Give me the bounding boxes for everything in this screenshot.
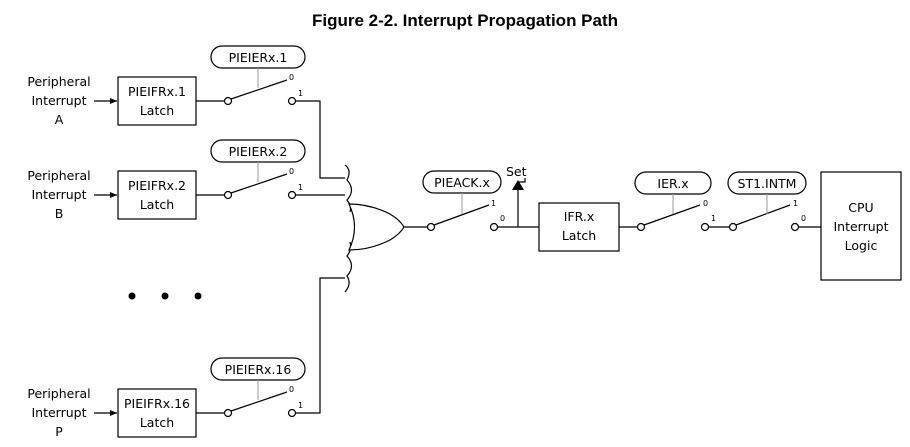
- pin-1-label: 1: [298, 401, 303, 410]
- intm-stage: 1 0 ST1.INTM: [727, 171, 821, 232]
- input-label-line1: Peripheral: [27, 168, 90, 183]
- enable-label: PIEIERx.1: [229, 50, 288, 65]
- input-label-line2: Interrupt: [31, 405, 86, 420]
- latch-label: PIEIFRx.16: [124, 396, 190, 411]
- latch-label-2: Latch: [140, 197, 174, 212]
- figure-title: Figure 2-2. Interrupt Propagation Path: [312, 11, 618, 30]
- switch-pivot: [426, 222, 436, 232]
- input-label-letter: A: [55, 112, 64, 127]
- channel-p: Peripheral Interrupt P PIEIFRx.16 Latch …: [27, 277, 345, 439]
- switch-pivot: [223, 408, 233, 418]
- pin-1-label: 1: [298, 89, 303, 98]
- pin-1-label: 1: [711, 214, 716, 223]
- switch-contact-0: [790, 222, 800, 232]
- cpu-label: CPU: [848, 200, 873, 215]
- or-gate-body: [348, 203, 405, 251]
- enable-label: PIEIERx.2: [229, 144, 288, 159]
- wire-to-or: [296, 100, 345, 179]
- switch-contact-0: [489, 222, 499, 232]
- pieack-label: PIEACK.x: [434, 175, 490, 190]
- pieifr-latch-box: [117, 388, 197, 438]
- ier-label: IER.x: [657, 176, 688, 191]
- switch-arm: [643, 204, 701, 226]
- pin-0-label: 0: [289, 385, 294, 394]
- latch-label-2: Latch: [140, 415, 174, 430]
- pin-1-label: 1: [491, 199, 496, 208]
- set-feedback-hook: [518, 178, 526, 183]
- pin-1-label: 1: [298, 183, 303, 192]
- switch-contact-1: [287, 96, 297, 106]
- switch-arm: [735, 204, 791, 226]
- cpu-label-3: Logic: [845, 238, 878, 253]
- ellipsis-dot: [161, 292, 169, 300]
- input-label-line2: Interrupt: [31, 187, 86, 202]
- input-label-line2: Interrupt: [31, 93, 86, 108]
- latch-label-2: Latch: [140, 103, 174, 118]
- pieack-stage: 1 0 PIEACK.x Set: [404, 164, 539, 232]
- intm-label: ST1.INTM: [738, 176, 797, 191]
- pin-0-label: 0: [801, 214, 806, 223]
- input-label-letter: P: [55, 424, 63, 439]
- latch-label: PIEIFRx.2: [128, 178, 186, 193]
- switch-pivot: [223, 190, 233, 200]
- channel-a: Peripheral Interrupt A PIEIFRx.1 Latch 0…: [27, 45, 345, 179]
- switch-contact-1: [700, 222, 710, 232]
- enable-label: PIEIERx.16: [225, 362, 292, 377]
- pin-0-label: 0: [500, 214, 505, 223]
- switch-pivot: [728, 222, 738, 232]
- switch-pivot: [636, 222, 646, 232]
- input-label-line1: Peripheral: [27, 386, 90, 401]
- ellipsis-dot: [194, 292, 202, 300]
- switch-arm: [230, 391, 288, 412]
- switch-contact-1: [287, 190, 297, 200]
- cpu-label-2: Interrupt: [833, 219, 888, 234]
- or-gate: [344, 164, 405, 293]
- pieifr-latch-box: [117, 170, 197, 220]
- pin-0-label: 0: [289, 73, 294, 82]
- switch-arm: [230, 79, 288, 100]
- switch-contact-1: [287, 408, 297, 418]
- set-arrow-icon: [512, 180, 524, 190]
- pin-0-label: 0: [703, 199, 708, 208]
- ifr-label: IFR.x: [564, 209, 595, 224]
- latch-label: PIEIFRx.1: [128, 84, 186, 99]
- switch-arm: [433, 204, 490, 226]
- cpu-interrupt-logic-box: [820, 171, 902, 281]
- switch-arm: [230, 173, 288, 194]
- ifr-label-2: Latch: [562, 228, 596, 243]
- ier-stage: 0 1 IER.x: [619, 171, 729, 232]
- pieifr-latch-box: [117, 76, 197, 126]
- channel-b: Peripheral Interrupt B PIEIFRx.2 Latch 0…: [27, 139, 345, 221]
- ellipsis-dot: [128, 292, 136, 300]
- switch-pivot: [223, 96, 233, 106]
- wire-to-or: [296, 277, 345, 414]
- pin-0-label: 0: [289, 167, 294, 176]
- pin-1-label: 1: [793, 199, 798, 208]
- set-label: Set: [506, 164, 527, 179]
- input-label-letter: B: [55, 206, 64, 221]
- input-label-line1: Peripheral: [27, 74, 90, 89]
